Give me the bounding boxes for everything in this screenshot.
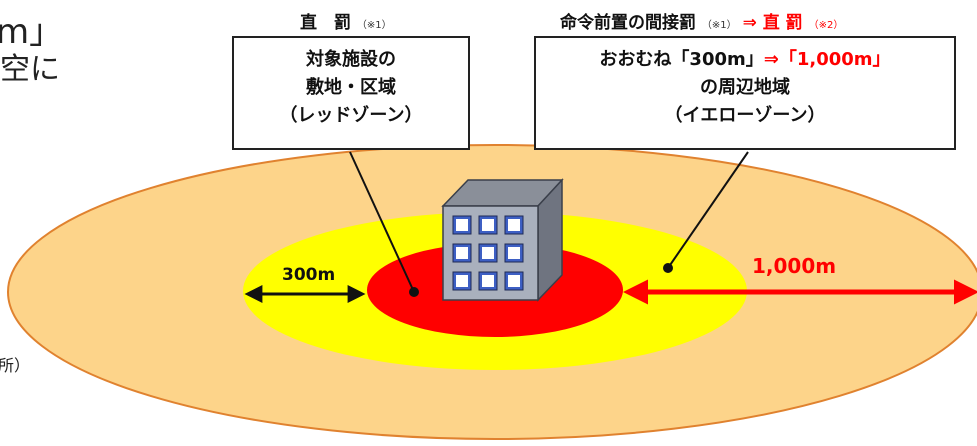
box-yellow-zone-line3: （イエローゾーン）: [664, 105, 826, 126]
header-indirect-note2: （※2）: [808, 20, 844, 31]
header-indirect-title: 命令前置の間接罰: [560, 13, 696, 33]
label-1000m: 1,000m: [752, 254, 837, 278]
leader-line-yellow: [667, 151, 749, 269]
leader-dot-red: [409, 287, 419, 297]
box-yellow-zone: おおむね「300m」⇒「1,000m」 の周辺地域 （イエローゾーン）: [534, 36, 956, 150]
box-yellow-zone-arrow: ⇒: [763, 49, 779, 70]
leader-dot-yellow: [663, 263, 673, 273]
header-direct-penalty: 直 罰 （※1）: [300, 8, 392, 33]
box-red-zone-line1: 対象施設の: [306, 49, 396, 70]
box-yellow-zone-line2: の周辺地域: [700, 77, 790, 98]
leader-line-red: [349, 151, 415, 293]
box-yellow-zone-prefix: おおむね「300m」: [599, 49, 764, 70]
left-fragment-2: 空に: [0, 52, 60, 87]
box-red-zone-line3: （レッドゾーン）: [279, 105, 423, 126]
header-indirect-title2: 直 罰: [762, 13, 803, 33]
box-red-zone: 対象施設の 敷地・区域 （レッドゾーン）: [232, 36, 470, 150]
header-direct-penalty-title: 直 罰: [300, 13, 351, 33]
header-indirect-penalty: 命令前置の間接罰 （※1） ⇒ 直 罰 （※2）: [560, 8, 843, 33]
box-red-zone-line2: 敷地・区域: [306, 77, 396, 98]
header-direct-penalty-note: （※1）: [356, 20, 392, 31]
header-indirect-note1: （※1）: [701, 20, 737, 31]
header-indirect-arrow: ⇒: [742, 13, 757, 33]
box-yellow-zone-line1: おおむね「300m」⇒「1,000m」: [536, 46, 954, 74]
building-icon: [441, 178, 564, 302]
label-300m: 300m: [282, 265, 336, 285]
left-fragment-1: m」: [0, 12, 64, 52]
box-yellow-zone-red-distance: 「1,000m」: [778, 49, 891, 70]
left-fragment-3: 所）: [0, 356, 31, 375]
